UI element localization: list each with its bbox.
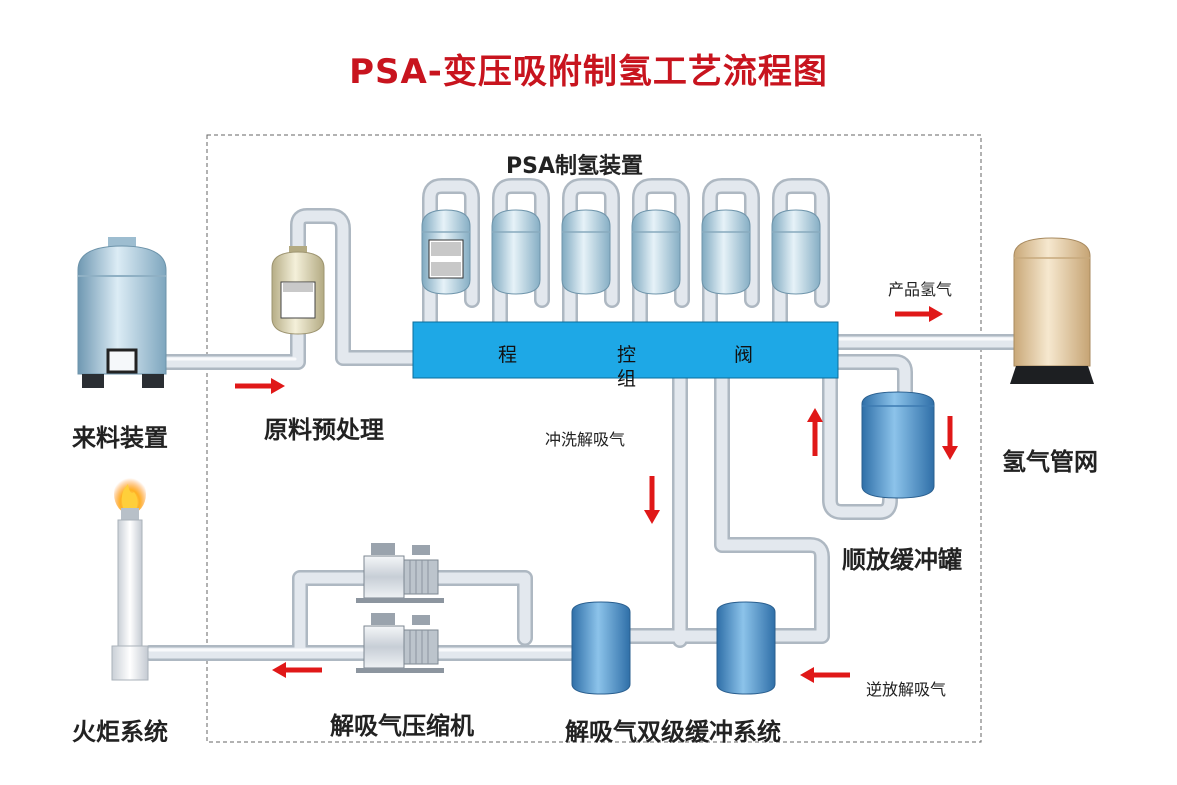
valve-char-4: 阀	[734, 344, 754, 366]
purge-gas-label: 冲洗解吸气	[545, 430, 626, 449]
adsorption-towers	[421, 209, 821, 295]
dual-buffer-tanks	[571, 601, 776, 695]
unit-boundary	[206, 134, 982, 743]
pretreatment-label: 原料预处理	[264, 416, 384, 444]
arrow-cocurrent-down	[942, 416, 958, 460]
flow-arrows	[235, 306, 958, 683]
arrow-product	[895, 306, 943, 322]
compressor-label: 解吸气压缩机	[330, 712, 474, 740]
product-gas-label: 产品氢气	[888, 280, 953, 299]
adsorption-tower-5	[701, 209, 751, 295]
adsorption-tower-6	[771, 209, 821, 295]
arrow-purge-down	[644, 476, 660, 524]
valve-char-3: 组	[617, 368, 637, 390]
cocurrent-buffer-tank	[861, 391, 935, 499]
hydrogen-network-label: 氢气管网	[1002, 448, 1098, 476]
flare-stack	[111, 474, 149, 681]
valve-char-2: 控	[617, 344, 637, 366]
psa-unit-label: PSA制氢装置	[506, 154, 643, 179]
cocurrent-tank-label: 顺放缓冲罐	[842, 546, 962, 574]
page-title: PSA-变压吸附制氢工艺流程图	[349, 52, 828, 92]
valve-manifold	[412, 321, 839, 379]
pipe-network	[142, 178, 1028, 661]
arrow-flare	[272, 662, 322, 678]
arrow-feed	[235, 378, 285, 394]
feed-device-label: 来料装置	[72, 424, 168, 452]
adsorption-tower-3	[561, 209, 611, 295]
pretreatment-tank	[271, 246, 325, 335]
feed-device	[77, 237, 167, 388]
compressor-lower	[356, 613, 444, 673]
dual-buffer-label: 解吸气双级缓冲系统	[565, 718, 781, 746]
hydrogen-storage-tank	[1010, 237, 1094, 384]
adsorption-tower-1	[421, 209, 471, 295]
reverse-gas-label: 逆放解吸气	[866, 680, 947, 699]
arrow-cocurrent-up	[807, 408, 823, 456]
compressor-upper	[356, 543, 444, 603]
arrow-reverse	[800, 667, 850, 683]
valve-char-1: 程	[498, 344, 518, 366]
adsorption-tower-2	[491, 209, 541, 295]
adsorption-tower-4	[631, 209, 681, 295]
flare-label: 火炬系统	[72, 718, 168, 746]
